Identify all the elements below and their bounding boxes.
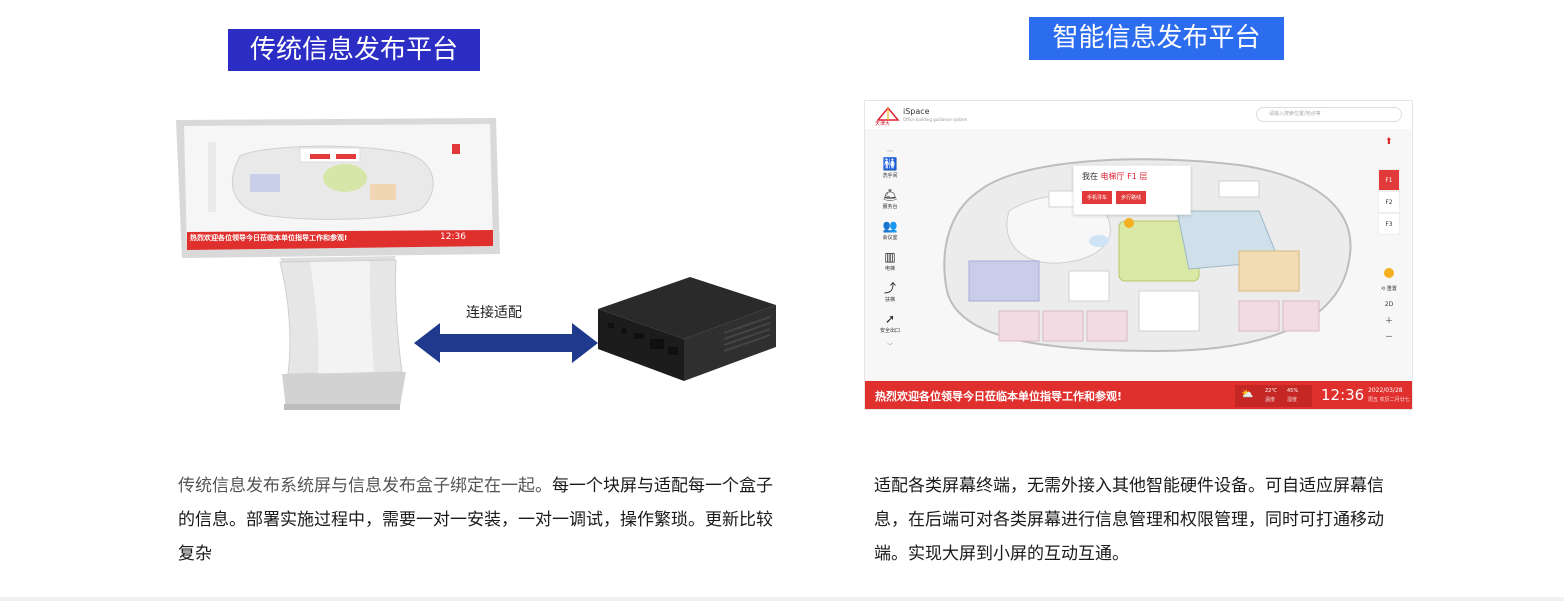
- sidebar-item-label: 电梯: [884, 266, 895, 272]
- floor-button-f3[interactable]: F3: [1378, 213, 1400, 235]
- brand-logo-icon: [876, 106, 900, 121]
- brand-logo-text: 天津大: [875, 121, 891, 127]
- description-rest: 每一个块屏与适配每一个盒子的信息。部署实施过程中，需要一对一安装，一对一调试，操…: [178, 476, 773, 564]
- weather-temp-label: 温度: [1265, 397, 1276, 403]
- screen-footer: 热烈欢迎各位领导今日莅临本单位指导工作和参观! ⛅ 22℃ 45% 温度 湿度 …: [865, 381, 1412, 409]
- kiosk-ticker: 热烈欢迎各位领导今日莅临本单位指导工作和参观!: [190, 234, 348, 242]
- reset-label: 重置: [1386, 286, 1397, 292]
- smart-screen-mockup: 天津大 iSpace Office building guidance syst…: [864, 100, 1413, 410]
- elevator-icon: ▥: [884, 250, 896, 264]
- clock-date: 2022/03/28: [1368, 387, 1403, 394]
- meeting-icon: 👥: [882, 219, 898, 233]
- search-input[interactable]: 请输入搜索位置/地点等: [1256, 107, 1402, 122]
- floor-map[interactable]: [939, 151, 1359, 361]
- traditional-platform-description: 传统信息发布系统屏与信息发布盒子绑定在一起。每一个块屏与适配每一个盒子的信息。部…: [178, 469, 778, 571]
- weather-humidity-label: 湿度: [1287, 397, 1298, 403]
- smart-platform-title: 智能信息发布平台: [1029, 17, 1284, 60]
- bottom-divider: [0, 597, 1564, 601]
- floor-button-f2[interactable]: F2: [1378, 191, 1400, 213]
- map-controls: ⟲ 重置 2D ＋ －: [1379, 265, 1399, 345]
- sidebar-item-label: 服务台: [882, 204, 898, 210]
- double-arrow-icon: [414, 323, 598, 363]
- brand-subtitle: Office building guidance system: [903, 117, 968, 122]
- popup-buttons: 手机寻车 步行路线: [1082, 191, 1182, 204]
- restroom-icon: 🚻: [882, 157, 898, 171]
- chevron-up-icon[interactable]: ︿: [886, 147, 893, 154]
- sidebar-item-escalator[interactable]: ⤴ 扶梯: [875, 280, 905, 311]
- sidebar-item-label: 安全出口: [879, 328, 900, 334]
- location-popup: 我在 电梯厅 F1 层 手机寻车 步行路线: [1073, 165, 1191, 215]
- clock-day: 周五 农历二月廿七: [1368, 397, 1410, 403]
- weather-humidity: 45%: [1287, 388, 1299, 394]
- reset-button[interactable]: ⟲ 重置: [1379, 281, 1399, 297]
- popup-prefix: 我在: [1082, 172, 1098, 181]
- weather-temp: 22℃: [1265, 388, 1277, 394]
- sidebar-item-label: 会议室: [882, 235, 898, 241]
- cloud-sun-icon: ⛅: [1241, 389, 1254, 400]
- connect-adapt-label: 连接适配: [466, 305, 522, 321]
- screen-header: 天津大 iSpace Office building guidance syst…: [865, 101, 1412, 129]
- sidebar-item-restroom[interactable]: 🚻 洗手间: [875, 156, 905, 187]
- brand-name: iSpace: [903, 107, 930, 116]
- floor-button-f1[interactable]: F1: [1378, 169, 1400, 191]
- kiosk-time: 12:36: [440, 232, 466, 242]
- sidebar-item-meeting[interactable]: 👥 会议室: [875, 218, 905, 249]
- sidebar-item-label: 扶梯: [884, 297, 895, 303]
- clock-time: 12:36: [1321, 386, 1365, 404]
- sidebar-item-label: 洗手间: [882, 173, 898, 179]
- description-lead: 传统信息发布系统屏与信息发布盒子绑定在一起。: [178, 476, 552, 496]
- weather-widget: ⛅ 22℃ 45% 温度 湿度: [1235, 385, 1312, 407]
- zoom-out-icon[interactable]: －: [1385, 332, 1393, 341]
- sun-icon[interactable]: [1384, 268, 1394, 278]
- stairs-icon: ⤴: [883, 281, 896, 295]
- reset-icon: ⟲: [1381, 286, 1386, 292]
- traditional-platform-title: 传统信息发布平台: [228, 29, 480, 71]
- smart-platform-description: 适配各类屏幕终端，无需外接入其他智能硬件设备。可自适应屏幕信息，在后端可对各类屏…: [874, 476, 1384, 564]
- sidebar-item-reception[interactable]: 🛎 服务台: [875, 187, 905, 218]
- floor-selector: F1 F2 F3: [1378, 169, 1400, 235]
- exit-icon: ➚: [884, 312, 896, 326]
- welcome-ticker: 热烈欢迎各位领导今日莅临本单位指导工作和参观!: [875, 390, 1123, 403]
- view-2d-button[interactable]: 2D: [1384, 301, 1394, 308]
- popup-title: 我在 电梯厅 F1 层: [1082, 171, 1182, 182]
- sidebar-item-elevator[interactable]: ▥ 电梯: [875, 249, 905, 280]
- media-box-illustration: [598, 277, 776, 381]
- chevron-down-icon[interactable]: ﹀: [886, 343, 893, 350]
- zoom-in-icon[interactable]: ＋: [1385, 316, 1393, 325]
- amenity-sidebar: ︿ 🚻 洗手间 🛎 服务台 👥 会议室 ▥ 电梯 ⤴ 扶梯 ➚ 安全出口 ﹀: [875, 146, 905, 361]
- popup-location: 电梯厅 F1 层: [1100, 172, 1148, 181]
- kiosk-illustration: [176, 118, 500, 410]
- compass-icon: ⬆: [1385, 137, 1393, 147]
- reception-icon: 🛎: [882, 188, 898, 202]
- phone-find-button[interactable]: 手机寻车: [1082, 191, 1113, 204]
- sidebar-item-exit[interactable]: ➚ 安全出口: [875, 311, 905, 342]
- walk-route-button[interactable]: 步行路线: [1116, 191, 1147, 204]
